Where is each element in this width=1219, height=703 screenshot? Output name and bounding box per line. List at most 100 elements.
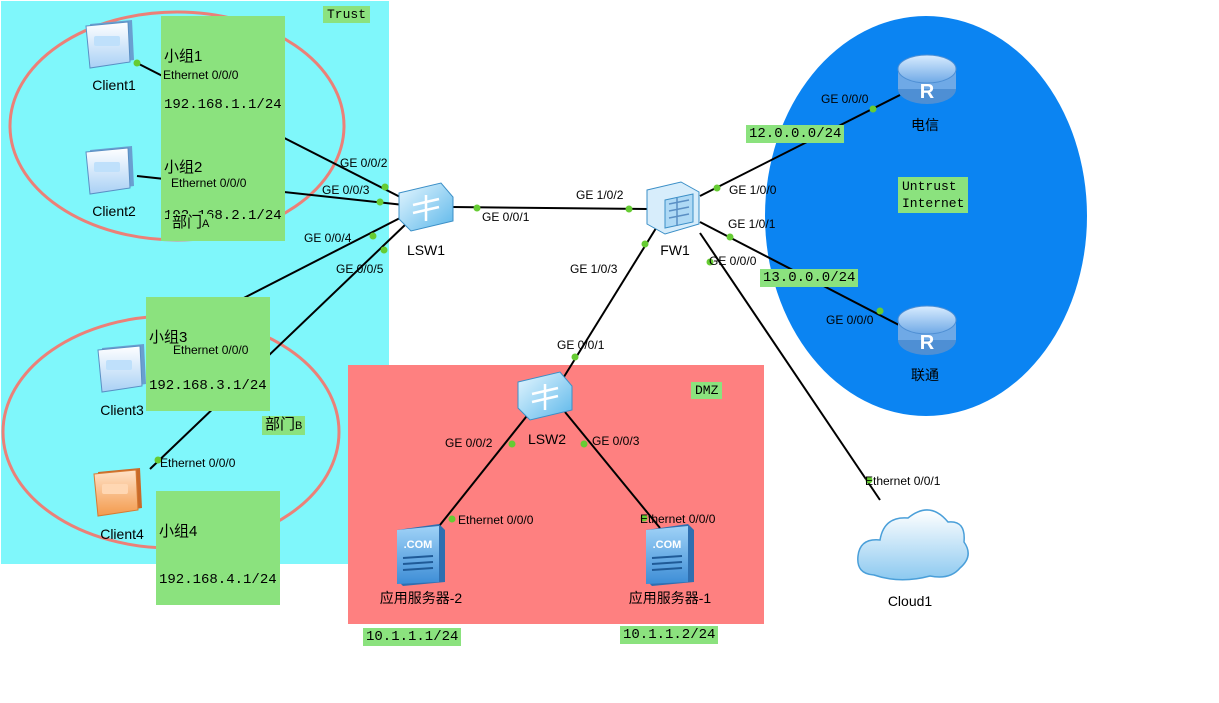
port-dot [625, 205, 633, 213]
lsw2-label: LSW2 [527, 431, 567, 447]
port-dot [713, 184, 721, 192]
link-fw1-cloud1 [699, 232, 881, 501]
lsw1-icon[interactable] [398, 182, 454, 232]
lsw1-ge005-label: GE 0/0/5 [336, 262, 384, 276]
client1-port-label: Ethernet 0/0/0 [163, 68, 239, 82]
department-a-label: 部门A [169, 214, 213, 233]
fw1-ge102-label: GE 1/0/2 [576, 188, 624, 202]
group4-note: 小组4 192.168.4.1/24 [156, 491, 280, 605]
client3-icon[interactable] [97, 344, 146, 393]
lsw2-ge003-label: GE 0/0/3 [592, 434, 640, 448]
dianxin-ge000-label: GE 0/0/0 [821, 92, 869, 106]
group1-ip: 192.168.1.1/24 [164, 97, 282, 113]
cloud1-port-label: Ethernet 0/0/1 [865, 474, 941, 488]
server1-ip-label: 10.1.1.2/24 [620, 626, 719, 644]
lsw1-ge003-label: GE 0/0/3 [322, 183, 370, 197]
client1-icon[interactable] [85, 20, 134, 69]
port-dot [571, 353, 579, 361]
port-dot [381, 183, 389, 191]
trust-zone-label: Trust [323, 6, 371, 23]
cloud1-label: Cloud1 [887, 593, 933, 609]
dmz-zone-label: DMZ [691, 382, 723, 399]
lsw1-ge004-label: GE 0/0/4 [304, 231, 352, 245]
lsw1-ge001-label: GE 0/0/1 [482, 210, 530, 224]
server2-icon[interactable]: .COM [397, 524, 445, 586]
group2-name: 小组2 [164, 159, 203, 176]
svg-text:.COM: .COM [404, 539, 433, 551]
liantong-router-icon[interactable]: R [897, 305, 957, 355]
link-lsw1-fw1 [451, 206, 649, 210]
port-dot [448, 515, 456, 523]
lsw2-ge001-label: GE 0/0/1 [557, 338, 605, 352]
fw1-ge100-label: GE 1/0/0 [729, 183, 777, 197]
port-dot [706, 258, 714, 266]
fw1-ge000-label: GE 0/0/0 [709, 254, 757, 268]
link-fw1-dianxin [699, 94, 901, 197]
port-dot [133, 59, 141, 67]
lsw2-icon[interactable] [517, 371, 573, 421]
client2-label: Client2 [92, 203, 136, 219]
liantong-network-label: 13.0.0.0/24 [760, 269, 859, 287]
port-dot [508, 440, 516, 448]
svg-text:R: R [920, 332, 935, 354]
fw1-ge101-label: GE 1/0/1 [728, 217, 776, 231]
department-a-text: 部门 [172, 214, 203, 231]
department-b-text: 部门 [265, 416, 296, 433]
group4-name: 小组4 [159, 523, 198, 540]
department-a-letter: A [202, 218, 210, 230]
link-lsw2-server1 [564, 411, 661, 529]
cloud1-icon[interactable] [857, 509, 969, 581]
svg-text:R: R [920, 81, 935, 103]
department-b-label: 部门B [262, 416, 306, 435]
port-dot [580, 440, 588, 448]
liantong-ge000-label: GE 0/0/0 [826, 313, 874, 327]
server1-icon[interactable]: .COM [646, 524, 694, 586]
department-b-letter: B [295, 420, 303, 432]
fw1-ge103-label: GE 1/0/3 [570, 262, 618, 276]
server1-label: 应用服务器-1 [628, 590, 712, 606]
port-dot [640, 514, 648, 522]
port-dot [726, 233, 734, 241]
server1-port-label: Ethernet 0/0/0 [640, 512, 716, 526]
client1-label: Client1 [92, 77, 136, 93]
group3-name: 小组3 [149, 329, 188, 346]
client3-port-label: Ethernet 0/0/0 [173, 343, 249, 357]
link-lsw2-server2 [427, 411, 531, 541]
link-client4-lsw1 [149, 223, 407, 470]
port-dot [380, 246, 388, 254]
group3-ip: 192.168.3.1/24 [149, 378, 267, 394]
port-dot [876, 307, 884, 315]
untrust-label-line1: Untrust [902, 179, 957, 194]
dianxin-router-icon[interactable]: R [897, 54, 957, 104]
fw1-icon[interactable] [646, 181, 700, 235]
client4-label: Client4 [100, 526, 144, 542]
client4-port-label: Ethernet 0/0/0 [160, 456, 236, 470]
port-dot [473, 204, 481, 212]
untrust-zone [765, 16, 1087, 416]
group1-note: 小组1 192.168.1.1/24 [161, 16, 285, 130]
liantong-label: 联通 [911, 367, 939, 383]
client2-port-label: Ethernet 0/0/0 [171, 176, 247, 190]
port-dot [641, 240, 649, 248]
server2-ip-label: 10.1.1.1/24 [363, 628, 462, 646]
lsw1-label: LSW1 [406, 242, 446, 258]
lsw1-ge002-label: GE 0/0/2 [340, 156, 388, 170]
svg-text:.COM: .COM [653, 539, 682, 551]
port-dot [376, 198, 384, 206]
group1-name: 小组1 [164, 48, 203, 65]
server2-port-label: Ethernet 0/0/0 [458, 513, 534, 527]
server2-label: 应用服务器-2 [379, 590, 463, 606]
port-dot [154, 456, 162, 464]
group4-ip: 192.168.4.1/24 [159, 572, 277, 588]
port-dot [869, 105, 877, 113]
link-fw1-lsw2 [561, 224, 659, 381]
port-dot [369, 232, 377, 240]
untrust-zone-label: Untrust Internet [898, 177, 969, 213]
client3-label: Client3 [100, 402, 144, 418]
client2-icon[interactable] [85, 146, 134, 195]
port-dot [865, 476, 873, 484]
client4-icon[interactable] [93, 468, 142, 517]
fw1-label: FW1 [660, 242, 690, 258]
group3-note: 小组3 192.168.3.1/24 [146, 297, 270, 411]
dianxin-network-label: 12.0.0.0/24 [746, 125, 845, 143]
